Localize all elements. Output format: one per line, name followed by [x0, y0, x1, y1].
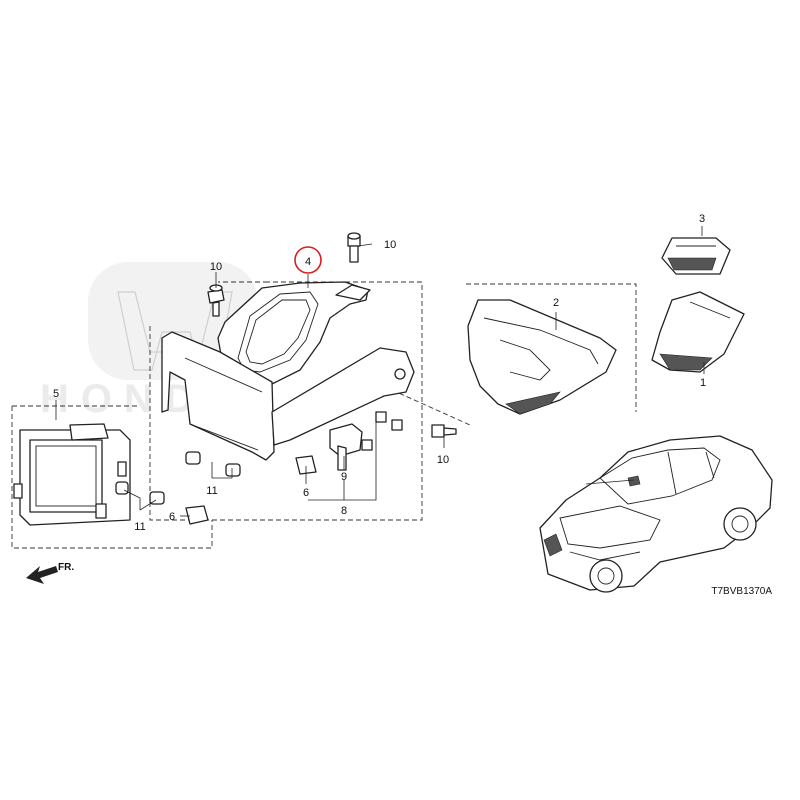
- highlight-circle: [294, 246, 322, 274]
- bolt-icon-b[interactable]: [347, 232, 361, 263]
- bolt-icon-a[interactable]: [207, 284, 225, 317]
- callout-2[interactable]: 2: [553, 297, 559, 309]
- callout-1[interactable]: 1: [700, 377, 706, 389]
- callout-4[interactable]: 4: [305, 256, 311, 268]
- callout-10-left[interactable]: 10: [210, 261, 222, 273]
- callout-5[interactable]: 5: [53, 388, 59, 400]
- vehicle-icon: [539, 435, 773, 593]
- bracket-part[interactable]: [161, 281, 415, 461]
- callout-6-left[interactable]: 6: [169, 511, 175, 523]
- camera-cover-part[interactable]: [467, 299, 617, 415]
- callout-10-right[interactable]: 10: [437, 454, 449, 466]
- nut-icon-a[interactable]: [185, 451, 241, 477]
- callout-8[interactable]: 8: [341, 505, 347, 517]
- callout-6-center[interactable]: 6: [303, 487, 309, 499]
- sensor-cover-part[interactable]: [651, 291, 745, 373]
- front-label: FR.: [58, 562, 74, 573]
- callout-11-center[interactable]: 11: [206, 485, 217, 497]
- callout-11-left[interactable]: 11: [134, 521, 145, 533]
- clip-icon-a[interactable]: [185, 505, 209, 525]
- nut-icon-b[interactable]: [115, 481, 165, 505]
- callout-9[interactable]: 9: [341, 471, 347, 483]
- clip-icon-b[interactable]: [295, 455, 317, 475]
- sensor-mount-part[interactable]: [329, 411, 403, 471]
- bolt-icon-c[interactable]: [431, 424, 457, 438]
- front-direction-arrow-icon: [26, 566, 58, 584]
- control-unit-part[interactable]: [13, 423, 131, 526]
- camera-unit-part[interactable]: [661, 237, 731, 275]
- callout-10-top[interactable]: 10: [384, 239, 396, 251]
- diagram-code: T7BVB1370A: [711, 586, 772, 597]
- callout-3[interactable]: 3: [699, 213, 705, 225]
